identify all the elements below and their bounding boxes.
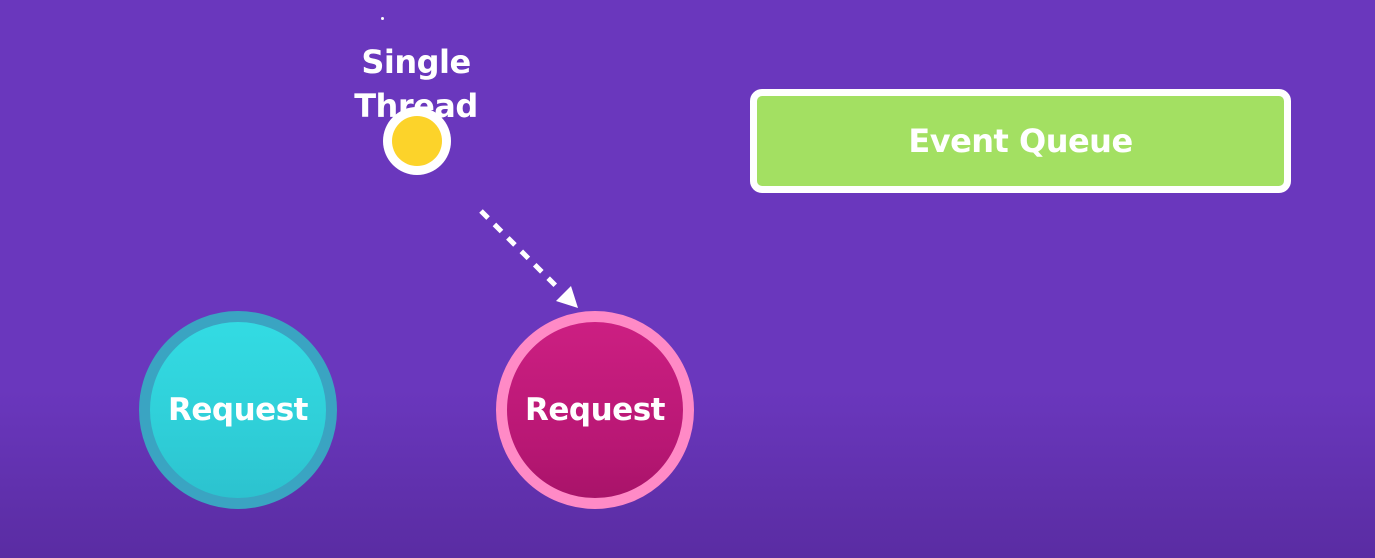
- speck-dot: [381, 17, 384, 20]
- request-label: Request: [168, 392, 308, 428]
- arrowhead-icon: [556, 286, 578, 308]
- thread-node: [383, 107, 451, 175]
- event-queue-label: Event Queue: [908, 122, 1133, 160]
- event-queue-box: Event Queue: [750, 89, 1291, 193]
- thread-node-core: [392, 116, 442, 166]
- request-label: Request: [525, 392, 665, 428]
- dashed-arrow-line: [479, 209, 562, 292]
- request-node-pink: Request: [496, 311, 694, 509]
- request-node-cyan: Request: [139, 311, 337, 509]
